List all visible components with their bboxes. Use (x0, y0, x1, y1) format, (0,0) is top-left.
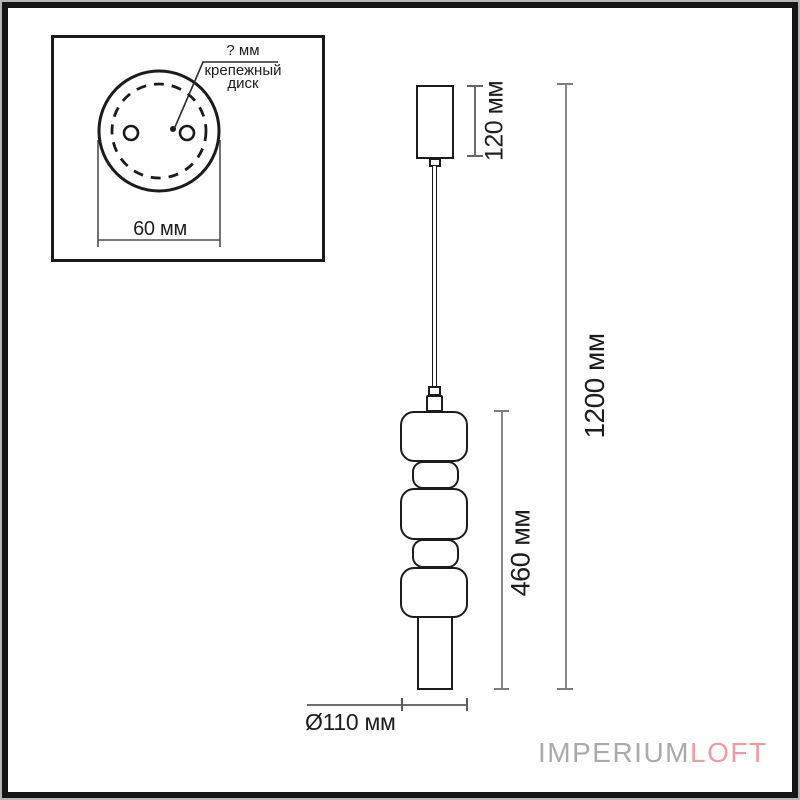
dim-1200-label: 1200 мм (579, 333, 610, 439)
dim-460-line (501, 411, 503, 689)
brand-logo-accent: LOFT (690, 737, 768, 768)
mounting-disk-label-line2: диск (227, 75, 259, 92)
screw-hole-right (178, 124, 196, 142)
shade-segment-large-2 (400, 488, 468, 540)
shade-segment-small-1 (412, 461, 459, 489)
screw-hole-left (122, 124, 140, 142)
suspension-cable (432, 166, 437, 387)
dim-110-tick-right (466, 698, 468, 711)
dim-110-line (307, 704, 468, 706)
dim-120-line (474, 86, 476, 156)
shade-segment-large-1 (400, 411, 468, 462)
mounting-disk-dashed-circle (110, 82, 208, 180)
brand-logo: IMPERIUMLOFT (538, 737, 768, 769)
mounting-disk-outline (97, 69, 221, 193)
cable-exit-dot (170, 126, 176, 132)
dim-460-label: 460 мм (505, 509, 536, 597)
canopy (416, 85, 454, 159)
shade-segment-large-3 (400, 567, 468, 618)
dim-110-label: Ø110 мм (305, 709, 396, 735)
mounting-disk-label: крепежный диск (193, 62, 293, 92)
cord-grip-body (426, 395, 443, 412)
mounting-disk-inset-panel: ? мм крепежный диск 60 мм (51, 35, 325, 262)
dim-1200-cap-bottom (557, 688, 573, 690)
dim-460-cap-bottom (494, 688, 509, 690)
dim-1200-line (565, 84, 567, 689)
shade-segment-small-2 (412, 539, 459, 568)
mounting-disk-diagram (97, 61, 278, 247)
disk-diameter-label: 60 мм (133, 218, 187, 240)
brand-logo-primary: IMPERIUM (538, 737, 690, 768)
leader-line (174, 61, 278, 128)
dim-120-cap-bottom (467, 155, 483, 157)
dim-120-label: 120 мм (480, 80, 509, 162)
mounting-disk-label-line1: крепежный (204, 62, 282, 79)
dim-110-tick-left (401, 698, 403, 711)
diffuser-tube (417, 616, 453, 690)
hole-diameter-label: ? мм (226, 42, 260, 59)
